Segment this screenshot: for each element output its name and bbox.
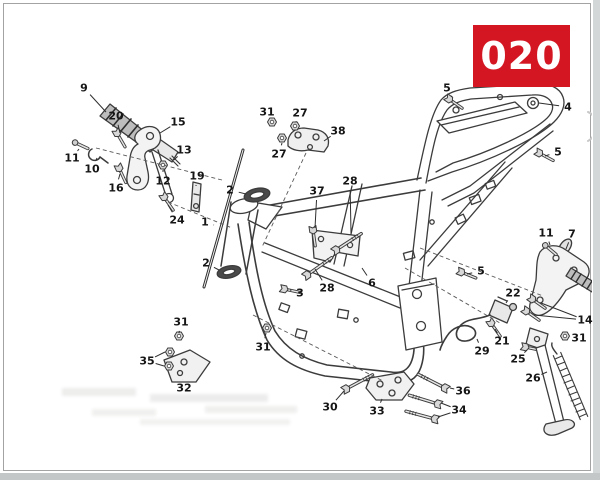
bracket-38-art — [266, 117, 330, 153]
left-footpeg-art — [69, 103, 202, 214]
center-hardware-art — [261, 92, 557, 333]
page-edge-bottom — [0, 473, 600, 480]
side-stand-art — [518, 327, 589, 436]
page-edge-right — [593, 0, 600, 480]
page-bleedthrough — [62, 388, 297, 425]
right-hanger-art — [519, 238, 592, 325]
frame-art — [237, 83, 565, 385]
cutoff-art-right — [587, 111, 592, 142]
bracket-32-art — [163, 331, 211, 383]
page-number-badge: 020 — [473, 25, 570, 87]
bracket-33-art — [338, 369, 452, 426]
stand-switch-art — [439, 296, 518, 351]
steering-head-art — [202, 148, 271, 289]
